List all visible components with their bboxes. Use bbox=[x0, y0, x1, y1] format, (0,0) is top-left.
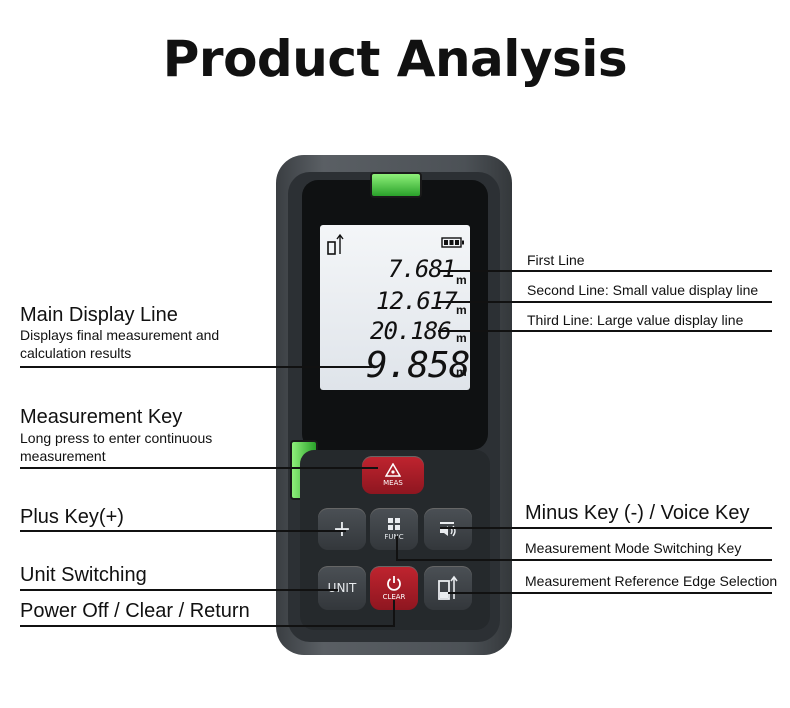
unit-button[interactable]: UNIT bbox=[318, 566, 366, 610]
label-power-off: Power Off / Clear / Return bbox=[20, 600, 250, 622]
power-clear-button[interactable]: CLEAR bbox=[370, 566, 418, 610]
unit-label: UNIT bbox=[327, 581, 357, 595]
label-measurement-key: Measurement Key bbox=[20, 406, 183, 428]
function-grid-icon bbox=[388, 518, 400, 530]
minus-voice-button[interactable] bbox=[424, 508, 472, 550]
leader-first-line bbox=[438, 270, 772, 272]
reading-line-1: 7.681 bbox=[388, 255, 456, 283]
main-reading: 9.858 bbox=[366, 345, 470, 386]
label-first-line: First Line bbox=[527, 252, 585, 268]
label-main-display: Main Display Line bbox=[20, 304, 178, 326]
plus-label: + bbox=[332, 516, 352, 542]
func-button[interactable]: FUNC bbox=[370, 508, 418, 550]
clear-label: CLEAR bbox=[382, 593, 406, 601]
meas-button[interactable]: MEAS bbox=[362, 456, 424, 494]
leader-mode-switch-vertical bbox=[396, 536, 398, 560]
label-measurement-key-desc: Long press to enter continuous measureme… bbox=[20, 430, 213, 464]
label-main-display-desc: Displays final measurement and calculati… bbox=[20, 327, 220, 361]
leader-plus-key bbox=[20, 530, 346, 532]
leader-measurement-key bbox=[20, 467, 378, 469]
reference-edge-button[interactable] bbox=[424, 566, 472, 610]
label-unit-switching: Unit Switching bbox=[20, 564, 147, 586]
label-plus-key: Plus Key(+) bbox=[20, 506, 124, 528]
reference-mode-icon bbox=[327, 233, 344, 255]
reading-unit-2: m bbox=[456, 303, 467, 317]
leader-third-line bbox=[438, 330, 772, 332]
leader-mode-switch bbox=[396, 559, 772, 561]
speaker-icon bbox=[440, 522, 456, 537]
label-reference-edge: Measurement Reference Edge Selection bbox=[525, 573, 778, 589]
leader-minus-key bbox=[440, 527, 772, 529]
label-second-line: Second Line: Small value display line bbox=[527, 282, 759, 298]
label-mode-switch: Measurement Mode Switching Key bbox=[525, 540, 742, 556]
top-bubble-level bbox=[370, 172, 422, 198]
laser-icon bbox=[385, 463, 401, 477]
leader-reference-edge bbox=[448, 592, 772, 594]
reading-unit-1: m bbox=[456, 273, 467, 287]
leader-power-off-vertical bbox=[393, 600, 395, 626]
leader-power-off bbox=[20, 625, 395, 627]
page-title: Product Analysis bbox=[162, 30, 628, 88]
lcd-display: 7.681 m 12.617 m 20.186 m 9.858 m bbox=[320, 225, 470, 390]
meas-label: MEAS bbox=[383, 479, 403, 487]
battery-icon bbox=[441, 237, 464, 248]
label-third-line: Third Line: Large value display line bbox=[527, 312, 744, 328]
reference-edge-icon bbox=[438, 575, 458, 600]
func-label: FUNC bbox=[384, 533, 404, 541]
main-reading-unit: m bbox=[456, 365, 467, 379]
leader-second-line bbox=[438, 301, 772, 303]
leader-main-display bbox=[20, 366, 372, 368]
power-icon bbox=[387, 576, 401, 591]
reading-unit-3: m bbox=[456, 331, 467, 345]
plus-button[interactable]: + bbox=[318, 508, 366, 550]
label-minus-key: Minus Key (-) / Voice Key bbox=[525, 502, 750, 524]
leader-unit-switching bbox=[20, 589, 338, 591]
